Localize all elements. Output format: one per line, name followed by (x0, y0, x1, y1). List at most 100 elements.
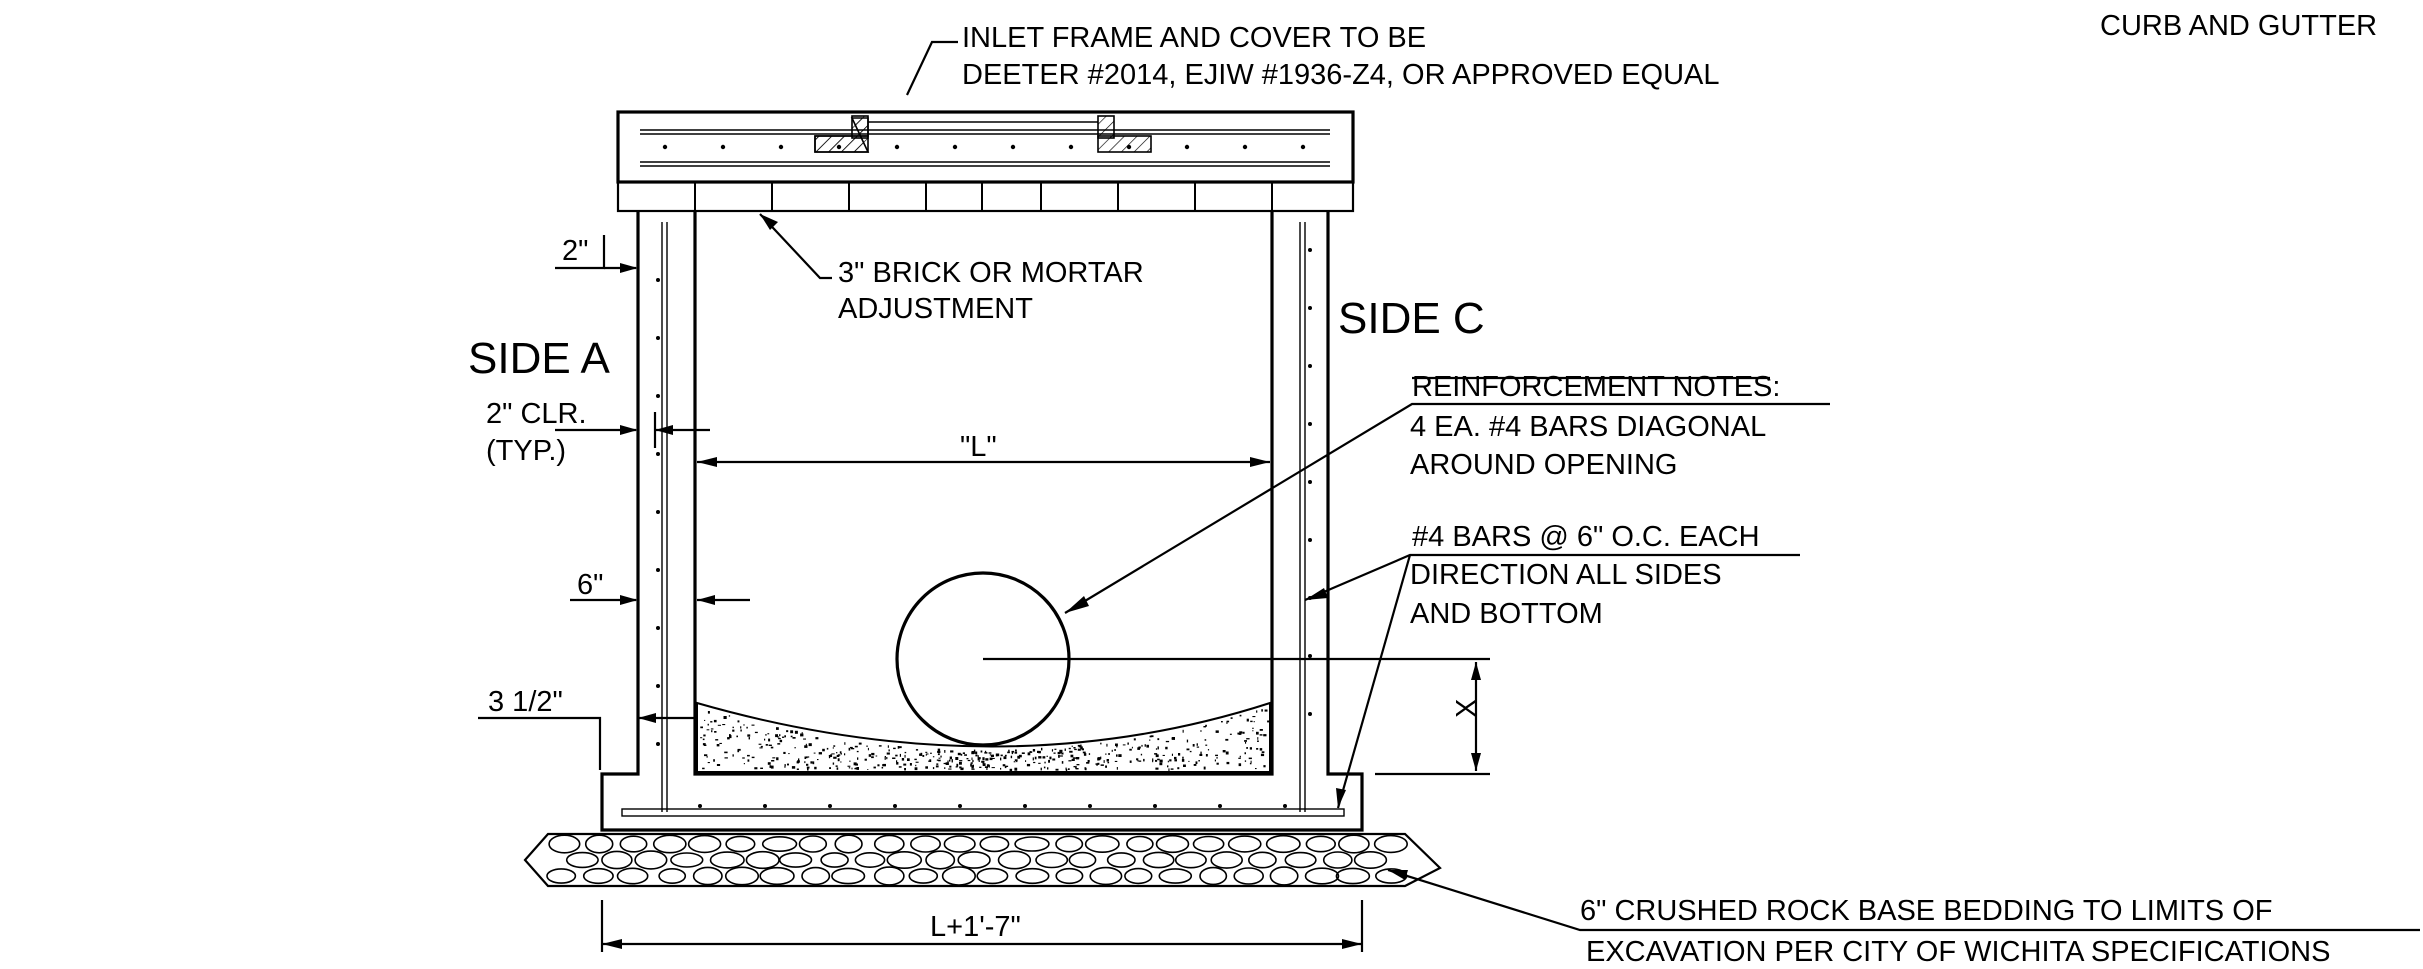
concrete-speck (1188, 760, 1190, 762)
concrete-speck (979, 766, 982, 768)
concrete-speck (1238, 763, 1242, 767)
concrete-speck (732, 729, 735, 732)
rebar-dot (1308, 248, 1312, 252)
concrete-speck (737, 720, 740, 723)
concrete-speck (1238, 732, 1242, 735)
concrete-speck (886, 752, 890, 755)
concrete-speck (944, 750, 946, 753)
concrete-speck (776, 757, 779, 761)
rock (873, 834, 905, 854)
concrete-speck (967, 759, 971, 762)
concrete-speck (832, 762, 835, 765)
concrete-speck (1264, 709, 1268, 712)
concrete-speck (840, 761, 842, 763)
concrete-speck (1198, 760, 1200, 762)
rock (1035, 851, 1069, 869)
concrete-speck (928, 760, 931, 762)
concrete-speck (1257, 737, 1259, 740)
rock (798, 835, 828, 853)
rebar-dot (1308, 306, 1312, 310)
concrete-speck (1150, 735, 1154, 738)
rebar-dot (656, 568, 660, 572)
concrete-speck (732, 726, 734, 729)
concrete-speck (1061, 752, 1064, 755)
concrete-speck (776, 727, 779, 730)
concrete-speck (805, 743, 807, 746)
concrete-speck (803, 738, 806, 740)
concrete-speck (778, 738, 781, 740)
concrete-speck (875, 755, 878, 757)
concrete-speck (951, 760, 953, 763)
concrete-speck (977, 755, 979, 758)
concrete-speck (1069, 750, 1073, 753)
concrete-speck (1149, 739, 1151, 741)
rock (619, 835, 648, 853)
concrete-speck (812, 761, 815, 765)
concrete-speck (715, 739, 719, 741)
concrete-speck (1059, 749, 1063, 752)
concrete-speck (787, 763, 789, 766)
rock (1335, 867, 1371, 885)
concrete-speck (1267, 720, 1270, 723)
concrete-speck (837, 758, 840, 762)
concrete-speck (1002, 764, 1006, 767)
reinforcement-note-line2: AROUND OPENING (1410, 449, 1677, 481)
concrete-speck (836, 752, 838, 754)
concrete-speck (961, 767, 964, 769)
rebar-dot (1153, 804, 1157, 808)
concrete-speck (991, 767, 995, 769)
concrete-speck (881, 766, 884, 769)
rock (1227, 835, 1262, 853)
concrete-speck (1215, 754, 1218, 757)
bars-note-line1: #4 BARS @ 6" O.C. EACH (1412, 521, 1760, 553)
concrete-speck (743, 724, 745, 726)
rebar-dot (1308, 480, 1312, 484)
concrete-speck (1073, 747, 1076, 749)
concrete-speck (1026, 763, 1031, 767)
concrete-speck (986, 768, 988, 770)
concrete-speck (851, 767, 853, 770)
rock (761, 835, 798, 852)
concrete-speck (751, 756, 755, 759)
rock (801, 866, 831, 886)
concrete-speck (1204, 739, 1207, 741)
concrete-speck (797, 760, 800, 763)
rock (1304, 867, 1340, 885)
concrete-speck (971, 765, 974, 769)
concrete-speck (1182, 729, 1184, 733)
rock (1192, 835, 1225, 853)
rebar-dot (958, 804, 962, 808)
concrete-speck (1055, 768, 1059, 771)
concrete-speck (813, 752, 816, 754)
concrete-speck (746, 726, 748, 729)
concrete-speck (947, 760, 949, 763)
concrete-speck (1244, 740, 1247, 742)
concrete-speck (1097, 757, 1101, 761)
curb-gutter-label: CURB AND GUTTER (2100, 10, 2377, 42)
concrete-speck (833, 745, 836, 747)
concrete-speck (896, 762, 899, 765)
concrete-speck (806, 766, 810, 769)
concrete-speck (992, 757, 995, 759)
concrete-speck (754, 767, 758, 770)
concrete-speck (959, 766, 962, 769)
concrete-speck (826, 747, 829, 750)
concrete-speck (904, 754, 906, 758)
concrete-speck (706, 756, 708, 758)
concrete-speck (949, 765, 952, 768)
rock (1305, 835, 1337, 853)
concrete-speck (1136, 758, 1139, 761)
rock (997, 850, 1032, 870)
rebar-dot (656, 278, 660, 282)
concrete-speck (764, 738, 766, 741)
concrete-speck (1226, 761, 1230, 765)
concrete-speck (971, 751, 975, 755)
concrete-speck (814, 766, 817, 770)
concrete-speck (829, 767, 831, 769)
concrete-speck (1207, 749, 1210, 751)
concrete-speck (817, 759, 819, 761)
concrete-speck (1162, 754, 1165, 756)
rock (1124, 867, 1153, 885)
concrete-speck (1252, 727, 1254, 729)
concrete-speck (1038, 762, 1041, 764)
